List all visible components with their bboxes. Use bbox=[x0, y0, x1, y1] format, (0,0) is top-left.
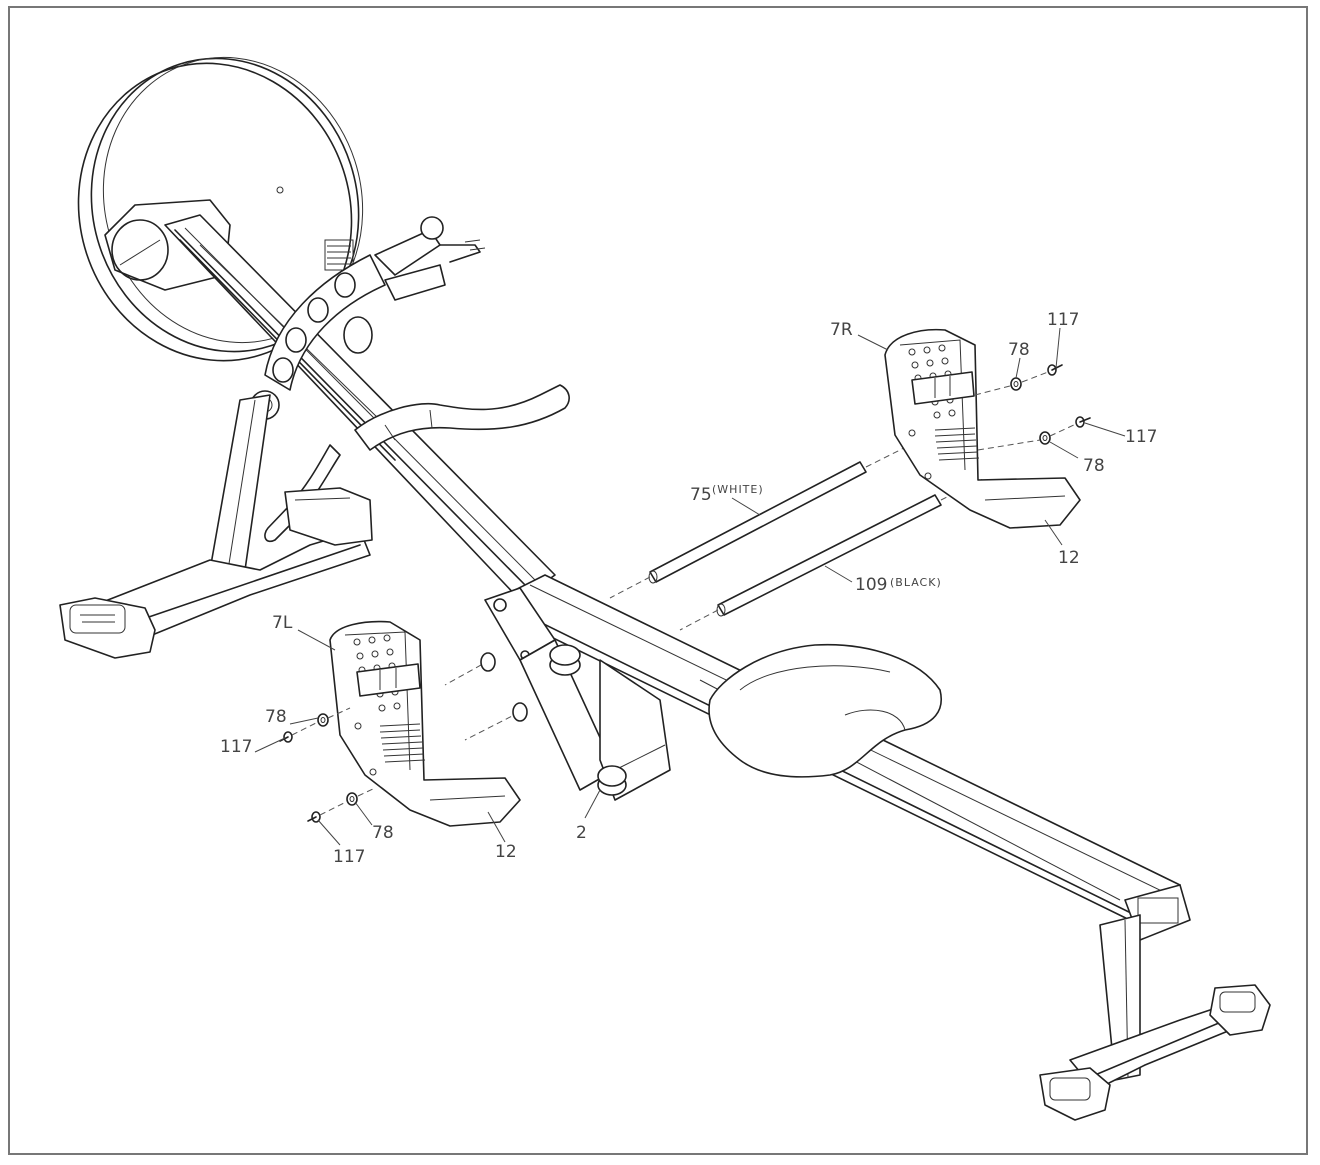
label-117-left-upper: 117 bbox=[220, 737, 252, 757]
label-109-note: (BLACK) bbox=[890, 576, 942, 589]
label-7L: 7L bbox=[272, 613, 293, 633]
rod-75 bbox=[648, 461, 867, 584]
label-109: 109 bbox=[855, 575, 887, 595]
front-right-foot bbox=[284, 487, 373, 546]
label-12-right: 12 bbox=[1058, 548, 1080, 568]
washer-78-right-upper bbox=[1010, 377, 1022, 391]
label-117-right-upper: 117 bbox=[1047, 310, 1079, 330]
washer-78-left-upper bbox=[317, 713, 329, 727]
hinge-assembly bbox=[484, 587, 671, 801]
bolt-117-right-lower bbox=[1075, 416, 1091, 428]
washer-78-left-lower bbox=[346, 792, 358, 806]
washer-78-right-lower bbox=[1039, 431, 1051, 445]
footplate-left bbox=[329, 620, 521, 827]
rear-left-foot bbox=[1039, 1067, 1111, 1121]
bolt-117-right-upper bbox=[1047, 364, 1063, 376]
label-117-right-lower: 117 bbox=[1125, 427, 1157, 447]
label-78-right-upper: 78 bbox=[1008, 340, 1030, 360]
bolt-117-left-lower bbox=[307, 811, 321, 823]
label-12-left: 12 bbox=[495, 842, 517, 862]
label-2: 2 bbox=[576, 823, 587, 843]
label-75: 75 bbox=[690, 485, 712, 505]
monitor-bracket bbox=[374, 216, 486, 301]
leader-lines bbox=[254, 327, 1126, 846]
label-75-note: (WHITE) bbox=[712, 483, 764, 496]
label-78-right-lower: 78 bbox=[1083, 456, 1105, 476]
label-78-left-upper: 78 bbox=[265, 707, 287, 727]
front-left-foot bbox=[59, 597, 156, 659]
drawing-border bbox=[8, 6, 1308, 1155]
monitor-mast bbox=[250, 254, 386, 420]
rod-109 bbox=[716, 494, 942, 617]
label-7R: 7R bbox=[830, 320, 853, 340]
seat bbox=[708, 643, 942, 778]
rear-right-foot bbox=[1209, 984, 1271, 1036]
label-117-left-lower: 117 bbox=[333, 847, 365, 867]
footplate-right bbox=[884, 328, 1081, 529]
label-78-left-lower: 78 bbox=[372, 823, 394, 843]
bolt-117-left-upper bbox=[279, 731, 293, 743]
